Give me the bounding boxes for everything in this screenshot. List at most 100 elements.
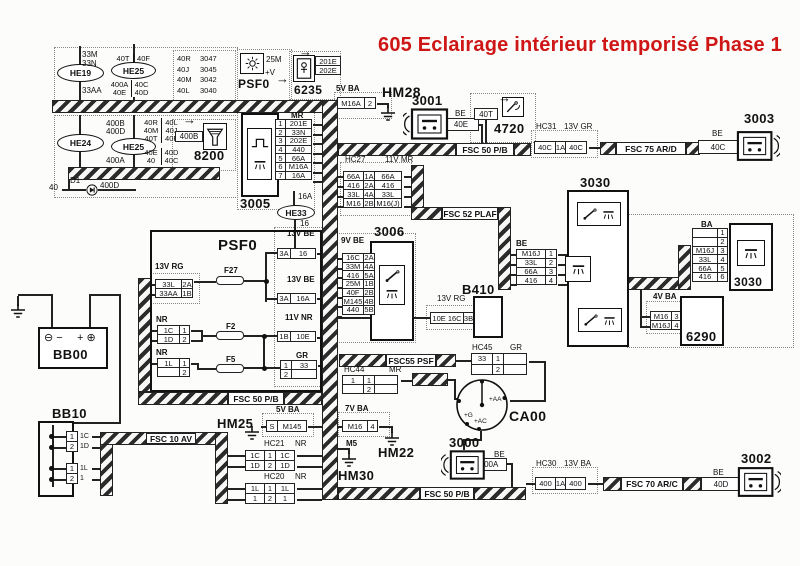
wire [244,335,277,337]
wire [479,124,483,126]
wire [338,176,343,178]
wire [507,463,513,465]
wire [297,488,322,490]
fuse-f2-label: F2 [226,322,236,331]
wire [133,44,135,62]
hc21-color-label: NR [295,439,307,448]
bus-label-fsc50-top: FSC 50 P/B [456,143,514,156]
c3001-color-label: BE [455,109,466,118]
wire [485,120,487,143]
door-switch-lamp-icon [577,202,621,226]
wire [481,126,483,143]
pin-cell: 40C [534,141,556,154]
wire [72,422,121,424]
psf-out1-volt: 13V BE [287,229,315,238]
pin-cell: 5B [363,305,375,315]
hc27-label: HC27 [345,155,366,164]
wire [89,294,91,333]
pin-cell: M16(J) [374,198,402,208]
wire [54,447,66,449]
pin-cell: 40F [165,134,178,143]
wire [338,206,343,208]
wire [377,103,389,105]
splice-he25-b: HE25 [111,138,156,155]
wire [54,436,66,438]
wire [79,46,81,64]
pin-cell: 4 [545,275,557,286]
sun-icon [240,53,264,74]
pin-cell: 1B [277,331,291,342]
wire [201,330,203,342]
junction-dot [49,477,54,482]
junction-dot [49,445,54,450]
wire [317,298,322,300]
pin-cell: 3047 [200,54,217,64]
wire [133,115,135,138]
c6290-label: 6290 [686,329,717,344]
harness-bus [498,207,511,290]
ca00-terminal-aa: +AA [489,396,502,403]
b410-volt-label: 13V RG [437,294,466,303]
wire [558,274,567,276]
he33-bot-label: 16 [300,219,309,228]
wire [54,479,66,481]
pin-cell: 16A [290,293,316,304]
hc31-label: HC31 [536,122,557,131]
psf-rg-volt-label: 13V RG [155,262,184,271]
bus-label-fsc52: FSC 52 PLAF [442,207,498,220]
hc21-label: HC21 [264,439,285,448]
wire [92,479,100,481]
junction-dot [264,279,269,284]
wire [510,400,546,402]
hc20-color-label: NR [295,472,307,481]
c3005-mr-label: MR [291,111,304,120]
wire [92,436,100,438]
fuse-f27-label: F27 [224,266,238,275]
pin-cell: 2 [179,334,190,344]
junction-dot [262,366,267,371]
fuse-f2 [216,331,244,340]
pin-cell: 40C [164,156,179,165]
psf0-body [150,230,322,392]
pin-cell: 10E [290,331,316,342]
wire [152,363,157,365]
wire [463,439,482,441]
wire [379,426,393,428]
c8200-input-label: 400B [175,131,203,142]
wire-label-400d2: 400D [100,181,120,190]
hc30-box [532,467,598,494]
wire [79,115,81,135]
wire [266,252,277,254]
hm22-volt-label: 7V BA [345,404,369,413]
wire [51,294,53,333]
harness-bus-top2 [68,167,220,180]
wire [448,379,456,381]
bus-label-fsc70: FSC 70 AR/C [621,477,683,491]
junction-dot [49,434,54,439]
funnel-icon [203,123,227,150]
wire [404,186,411,188]
pin-cell: 202E [315,65,341,75]
harness-bus [628,277,680,290]
wire [191,340,202,342]
hc27-volt-label: 11V MR [385,155,414,164]
ca00-label: CA00 [509,408,547,424]
wire-label-33aa: 33AA [82,86,102,95]
lamp-unit-3003-icon [736,128,780,164]
pin-cell: 416 [692,271,718,282]
wire [92,447,100,449]
pin-cell: 3A [277,248,291,259]
pin-cell: 10E 16C [430,312,464,324]
pin-cell: M16 [342,420,368,432]
wire [197,368,216,370]
